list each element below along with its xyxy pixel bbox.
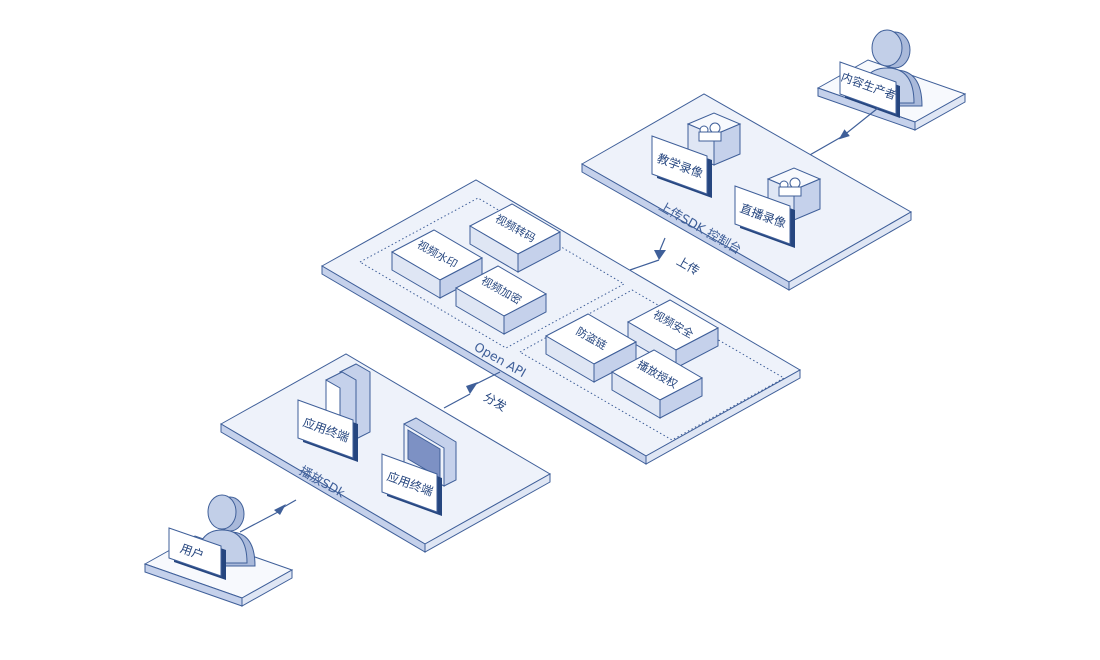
arrow-upload-tail <box>629 259 660 271</box>
play-auth-box: 播放授权 <box>610 349 704 419</box>
security-zone <box>518 289 786 441</box>
encrypt-box: 视频加密 <box>454 265 548 335</box>
arrow-to-user-tail <box>239 511 279 533</box>
arrow-distribute <box>475 371 501 385</box>
openapi-platform-group: Open API 视频转码 视频水印 视频加密 视频安全 <box>320 179 802 465</box>
user-person-icon <box>196 494 256 567</box>
upload-platform-top <box>580 93 913 283</box>
camera-icon <box>698 122 722 142</box>
app-terminal-tag-1: 应用终端 <box>297 399 358 462</box>
producer-platform-edge-right <box>914 93 966 131</box>
producer-tag: 内容生产者 <box>839 61 900 118</box>
upload-label: 上传 <box>674 253 702 278</box>
openapi-platform-side <box>645 369 801 465</box>
arrow-upload <box>659 237 666 251</box>
arrow-distribute-head <box>466 382 478 394</box>
upload-platform-group: 上传SDK 控制台 教学录像 <box>580 93 913 291</box>
user-tag: 用户 <box>168 527 226 580</box>
live-tag: 直播录像 <box>734 185 795 248</box>
distribute-label: 分发 <box>481 389 509 414</box>
watermark-box: 视频水印 <box>390 229 484 299</box>
player-platform-group: 播放SDk 应用终端 应用终端 <box>219 353 552 553</box>
user-group: 用户 <box>143 494 294 607</box>
arrow-upload-head <box>654 250 666 260</box>
media-processing-zone <box>358 197 626 349</box>
transcode-box: 视频转码 <box>468 203 562 273</box>
teaching-tag: 教学录像 <box>651 135 712 198</box>
arrow-tail-producer <box>807 135 844 157</box>
user-platform-edge-right <box>241 569 293 607</box>
player-platform-side <box>424 473 551 553</box>
camera-box-teaching <box>686 112 742 166</box>
app-terminal-tag-2: 应用终端 <box>381 453 442 516</box>
arrow-producer-to-upload <box>838 107 879 140</box>
upload-platform-side <box>788 211 912 291</box>
arrow-distribute-tail <box>443 393 471 409</box>
camera-icon <box>778 177 802 197</box>
producer-group: 内容生产者 <box>816 29 967 131</box>
hotlink-box: 防盗链 <box>544 313 638 383</box>
